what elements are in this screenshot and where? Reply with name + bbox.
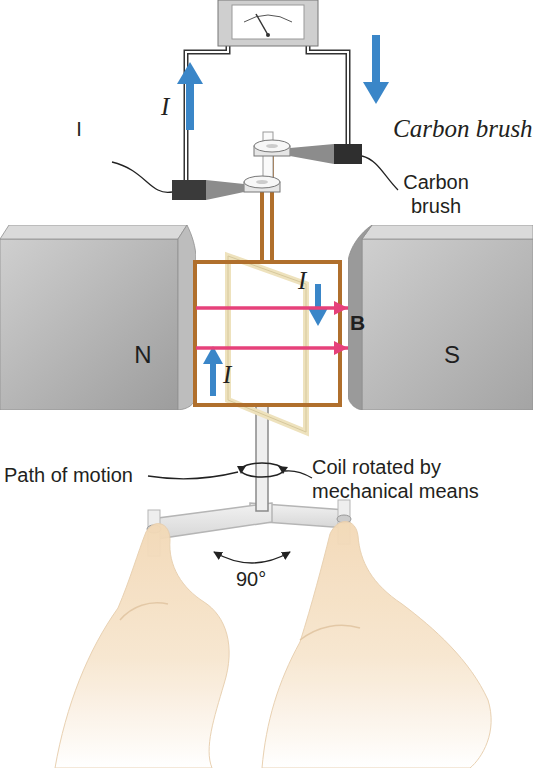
ring-top [244, 176, 280, 188]
rotation-ellipse [241, 463, 283, 477]
rotation-arrowhead [278, 466, 288, 474]
leader-line [148, 472, 238, 479]
angle-arc [214, 552, 290, 563]
current-arrow [363, 82, 389, 104]
magnet-pole: N [0, 225, 196, 410]
callout-label: Coil rotated by mechanical means [312, 455, 502, 503]
callout-label: Carbon brush [384, 170, 488, 218]
leader-lines [112, 156, 398, 479]
meter-face [232, 5, 304, 39]
current-arrow [210, 362, 216, 396]
wire-core [308, 46, 348, 150]
slip-ring [254, 140, 290, 156]
current-symbol: I [161, 92, 169, 122]
magnet-face [362, 239, 533, 410]
leader-line [112, 162, 172, 192]
magnet-face [348, 225, 372, 410]
carbon-brush [172, 180, 244, 200]
meter [218, 0, 318, 46]
right-hand [262, 521, 491, 768]
ring-top [254, 140, 290, 152]
rotation-arrowhead [237, 466, 246, 474]
wire [308, 46, 348, 150]
shaft [256, 405, 268, 511]
field-line [196, 346, 348, 350]
brush-block [334, 144, 362, 164]
magnet-face [0, 239, 178, 410]
finger-line [300, 625, 360, 640]
hands [55, 521, 491, 768]
magnet-pole: S [348, 225, 533, 410]
current-symbol: Carbon brush [393, 114, 533, 144]
magnet-shape [0, 225, 196, 410]
left-hand [55, 524, 229, 768]
current-arrow [308, 308, 328, 326]
magnet-face [362, 225, 533, 239]
callout-label: 90° [236, 567, 266, 591]
meter-case [218, 0, 318, 46]
brush-contact [290, 144, 334, 164]
meter-needle [256, 14, 268, 35]
current-arrow [186, 80, 194, 130]
pole-label: N [134, 341, 151, 369]
current-arrow [372, 35, 380, 85]
leader-line [285, 471, 312, 478]
leader-line [362, 156, 398, 190]
ring-hole [256, 180, 268, 184]
meter-scale [244, 15, 292, 22]
pole-label: S [444, 341, 460, 369]
field-line [196, 306, 348, 310]
carbon-brush [290, 144, 362, 164]
current-arrow [177, 62, 203, 84]
magnet-shape [348, 225, 533, 410]
brush-contact [206, 180, 244, 200]
crank-handle [147, 500, 351, 556]
ring-hole [266, 144, 278, 148]
coil [195, 262, 340, 405]
current-arrow [203, 346, 223, 364]
rotation-indicator [237, 463, 288, 477]
meter-pivot [266, 33, 270, 37]
slip-ring [244, 176, 280, 192]
finger-line [120, 603, 168, 620]
magnet-face [0, 225, 187, 239]
current-arrows [177, 35, 389, 396]
current-arrow [315, 284, 321, 310]
brush-block [172, 180, 206, 200]
callout-label: I [30, 117, 128, 141]
callout-label: Path of motion [4, 463, 133, 487]
coil-lead [260, 192, 264, 262]
